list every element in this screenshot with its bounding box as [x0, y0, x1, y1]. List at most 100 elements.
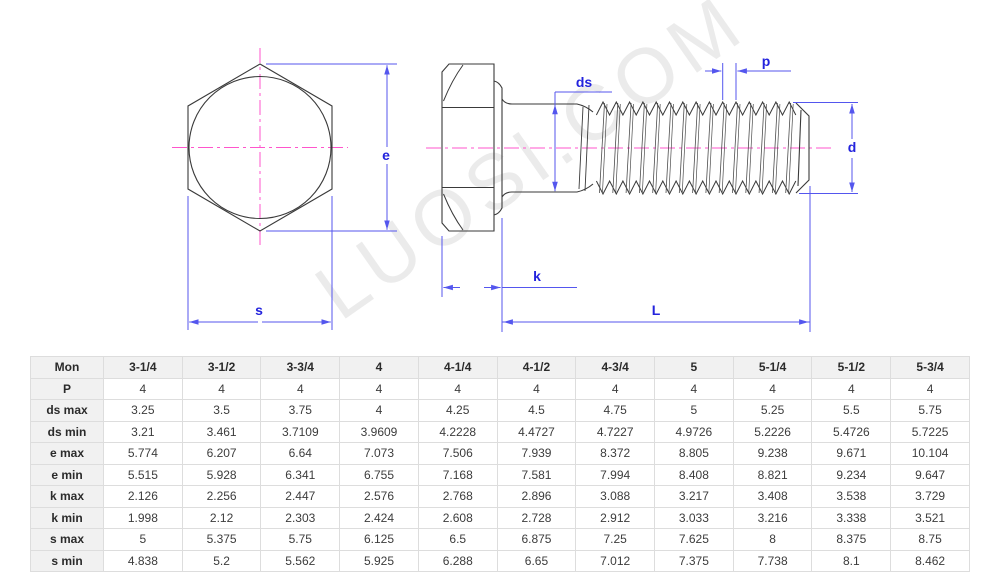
table-cell: 5.925 — [339, 549, 419, 572]
table-cell: 6.288 — [417, 549, 498, 572]
table-cell: 4 — [103, 377, 183, 400]
thread-flank-lines — [599, 102, 792, 194]
table-cell: 3.216 — [732, 506, 813, 529]
table-cell: 3.75 — [260, 399, 341, 422]
table-cell: 4 — [496, 377, 577, 400]
row-label-cell: e min — [30, 463, 104, 486]
table-cell: 3.729 — [890, 485, 970, 508]
table-cell: 3.408 — [732, 485, 813, 508]
table-cell: 9.238 — [732, 442, 813, 465]
table-cell: 6.755 — [339, 463, 419, 486]
dimension-d — [793, 102, 858, 194]
table-cell: 4.25 — [417, 399, 498, 422]
table-cell: 5.5 — [811, 399, 892, 422]
dimension-label-ds: ds — [576, 74, 593, 90]
row-label-cell: k max — [30, 485, 104, 508]
table-cell: 2.424 — [339, 506, 419, 529]
table-cell: 4.5 — [496, 399, 577, 422]
shank-outline-top — [501, 98, 594, 113]
table-cell: 3.7109 — [260, 420, 341, 443]
table-cell: 4.2228 — [417, 420, 498, 443]
bolt-side-view: ds k L — [426, 53, 858, 332]
table-cell: 2.126 — [103, 485, 183, 508]
table-cell: 2.768 — [417, 485, 498, 508]
table-cell: 5.928 — [181, 463, 262, 486]
column-header: 5-1/4 — [732, 356, 813, 379]
table-cell: 5.7225 — [890, 420, 970, 443]
table-cell: 5 — [654, 399, 734, 422]
table-cell: 2.256 — [181, 485, 262, 508]
table-cell: 9.671 — [811, 442, 892, 465]
table-cell: 10.104 — [890, 442, 970, 465]
table-cell: 4 — [417, 377, 498, 400]
table-cell: 5.515 — [103, 463, 183, 486]
table-cell: 4.838 — [103, 549, 183, 572]
dimension-k — [441, 218, 577, 332]
head-chamfer-arcs — [443, 64, 464, 231]
table-cell: 3.088 — [575, 485, 656, 508]
table-cell: 2.12 — [181, 506, 262, 529]
dimension-label-d: d — [848, 139, 857, 155]
table-cell: 3.033 — [654, 506, 734, 529]
table-cell: 7.738 — [732, 549, 813, 572]
table-cell: 4 — [339, 399, 419, 422]
table-cell: 2.896 — [496, 485, 577, 508]
table-cell: 7.375 — [654, 549, 734, 572]
table-cell: 8 — [732, 528, 813, 551]
table-cell: 3.9609 — [339, 420, 419, 443]
table-cell: 6.64 — [260, 442, 341, 465]
table-cell: 5.2226 — [732, 420, 813, 443]
table-cell: 5.375 — [181, 528, 262, 551]
table-cell: 7.994 — [575, 463, 656, 486]
table-cell: 6.875 — [496, 528, 577, 551]
table-cell: 7.073 — [339, 442, 419, 465]
table-cell: 5 — [103, 528, 183, 551]
column-header: 5 — [654, 356, 734, 379]
table-cell: 5.562 — [260, 549, 341, 572]
bolt-end-chamfer — [795, 102, 810, 194]
table-cell: 4 — [260, 377, 341, 400]
table-cell: 8.372 — [575, 442, 656, 465]
table-cell: 8.805 — [654, 442, 734, 465]
table-cell: 7.939 — [496, 442, 577, 465]
table-cell: 8.821 — [732, 463, 813, 486]
table-cell: 2.447 — [260, 485, 341, 508]
table-cell: 6.5 — [417, 528, 498, 551]
table-cell: 7.25 — [575, 528, 656, 551]
bolt-head-side — [441, 63, 495, 232]
thread-profile-top — [595, 100, 797, 117]
table-cell: 4.9726 — [654, 420, 734, 443]
table-cell: 4.7227 — [575, 420, 656, 443]
shank-outline-bottom — [501, 183, 594, 198]
dimension-s — [187, 196, 333, 330]
dimension-label-k: k — [533, 268, 541, 284]
bolt-technical-drawing: e s — [172, 48, 858, 332]
column-header: 5-3/4 — [890, 356, 970, 379]
table-cell: 7.581 — [496, 463, 577, 486]
table-cell: 8.375 — [811, 528, 892, 551]
table-cell: 3.338 — [811, 506, 892, 529]
table-cell: 4 — [890, 377, 970, 400]
table-cell: 8.1 — [811, 549, 892, 572]
table-cell: 5.774 — [103, 442, 183, 465]
table-cell: 8.75 — [890, 528, 970, 551]
table-cell: 8.462 — [890, 549, 970, 572]
table-cell: 3.5 — [181, 399, 262, 422]
table-cell: 7.625 — [654, 528, 734, 551]
table-cell: 6.207 — [181, 442, 262, 465]
table-cell: 9.234 — [811, 463, 892, 486]
dimension-ds — [552, 91, 612, 192]
column-header: 4-3/4 — [575, 356, 656, 379]
table-cell: 9.647 — [890, 463, 970, 486]
table-cell: 7.168 — [417, 463, 498, 486]
table-cell: 4.75 — [575, 399, 656, 422]
column-header: 3-1/4 — [103, 356, 183, 379]
row-label-cell: ds min — [30, 420, 104, 443]
table-cell: 5.75 — [260, 528, 341, 551]
